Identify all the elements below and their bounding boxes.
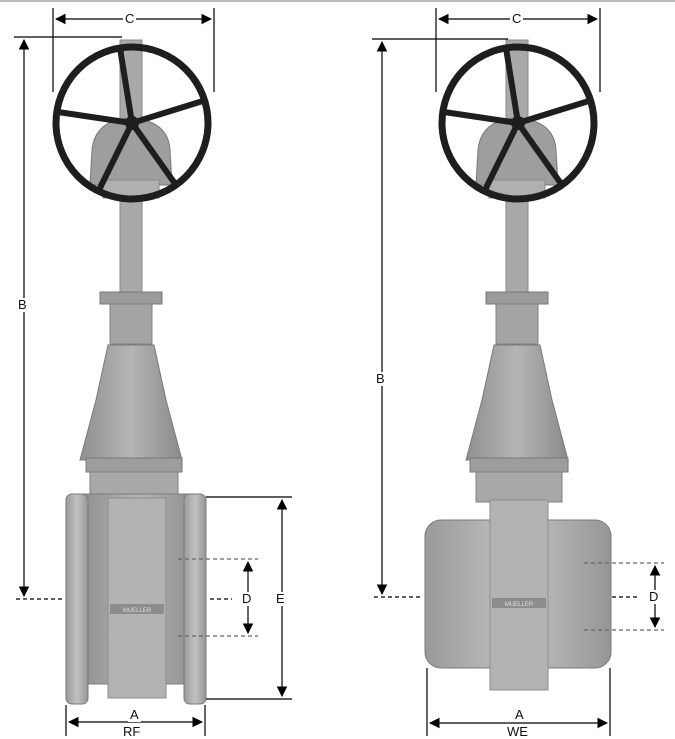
right-label-b: B [374, 371, 387, 386]
left-label-c: C [123, 11, 137, 26]
right-label-we: WE [505, 724, 530, 739]
left-label-rf: RF [121, 724, 143, 739]
right-label-c: C [510, 11, 524, 26]
right-label-a: A [513, 707, 526, 722]
left-label-d: D [240, 591, 254, 606]
right-bonnet [465, 344, 569, 461]
left-flange-right [183, 493, 207, 705]
left-bonnet [79, 344, 183, 461]
top-border [0, 0, 675, 2]
right-handwheel [438, 43, 598, 203]
right-dimension-lines [372, 8, 664, 736]
right-nameplate-text: MUELLER [505, 602, 534, 608]
left-label-a: A [128, 707, 141, 722]
right-valve-we: MUELLER [424, 39, 612, 691]
left-nameplate-text: MUELLER [123, 608, 152, 614]
left-label-e: E [274, 591, 287, 606]
left-handwheel [52, 43, 212, 203]
left-label-b: B [16, 297, 29, 312]
left-valve-rf: MUELLER [52, 39, 212, 705]
right-label-d: D [647, 589, 661, 604]
left-flange-left [65, 493, 89, 705]
